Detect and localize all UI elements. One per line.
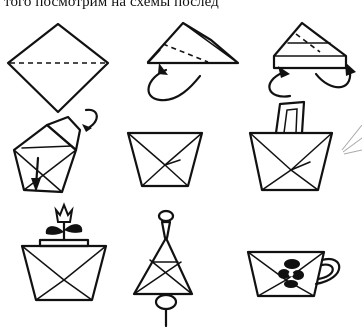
step-3-fold-sides xyxy=(269,23,356,97)
step-8-bell xyxy=(134,211,192,326)
step-5-basket-base xyxy=(128,133,202,186)
step-7-pot-with-flower xyxy=(22,205,106,300)
step-9-cup-with-flower xyxy=(248,252,339,296)
step-6-basket-with-handle xyxy=(250,102,362,190)
step-4-fold-top-flap xyxy=(14,110,97,192)
step-1-square-diamond xyxy=(8,24,108,112)
step-2-fold-triangle xyxy=(148,23,238,100)
